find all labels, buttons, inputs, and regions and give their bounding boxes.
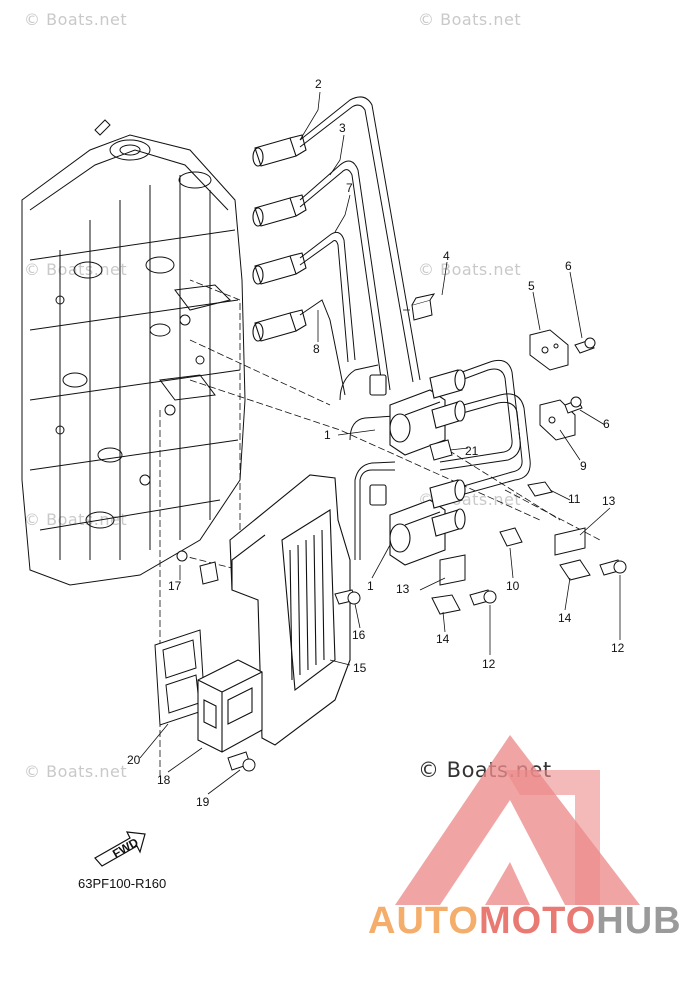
callout-14: 14 [558,611,572,625]
callout-leaders [139,91,621,795]
callout-6: 6 [603,417,610,431]
cdi-unit-18 [197,659,263,753]
watermark: © Boats.net [24,260,128,279]
screw-19 [227,751,256,772]
callout-6: 6 [565,259,572,273]
diagram-code: 63PF100-R160 [78,876,167,891]
brand-part-3: HUB [596,900,682,942]
holder-14 [431,559,591,615]
callout-21: 21 [465,444,479,458]
callout-1: 1 [367,579,374,593]
watermark: © Boats.net [418,260,522,279]
callout-numbers: 2 3 7 8 4 5 6 6 9 21 11 13 10 13 14 14 1… [127,77,625,809]
brand-part-1: AUTO [368,900,479,942]
bracket-13 [439,527,586,586]
bracket-5 [529,329,569,371]
watermark: © Boats.net [24,10,128,29]
callout-2: 2 [315,77,322,91]
callout-12: 12 [611,641,625,655]
callout-3: 3 [339,121,346,135]
fwd-arrow-icon: FWD [94,831,146,867]
clip-11 [527,481,553,497]
callout-13: 13 [396,582,410,596]
callout-10: 10 [506,579,520,593]
coil-leads [339,359,531,560]
callout-19: 19 [196,795,210,809]
callout-1: 1 [324,428,331,442]
brand-part-2: MOTO [478,900,597,942]
engine-block [21,119,246,586]
callout-4: 4 [443,249,450,263]
callout-9: 9 [580,459,587,473]
callout-17: 17 [168,579,182,593]
screw-17 [176,550,219,585]
callout-14: 14 [436,632,450,646]
callout-15: 15 [353,661,367,675]
bracket-9 [539,399,576,441]
callout-12: 12 [482,657,496,671]
callout-18: 18 [157,773,171,787]
clip-10 [499,527,523,547]
watermark: © Boats.net [418,10,522,29]
bolt-12 [469,559,627,606]
cover-15 [229,474,351,746]
clip-4 [411,293,436,321]
callout-16: 16 [352,628,366,642]
callout-20: 20 [127,753,141,767]
screw-6 [564,337,596,414]
leader-lines [159,279,601,780]
watermark: © Boats.net [24,762,128,781]
holder-21 [429,439,453,461]
ignition-coil-upper [369,369,466,456]
callout-13: 13 [602,494,616,508]
screw-16 [334,589,361,605]
callout-8: 8 [313,342,320,356]
brand-logo-mark [395,735,640,905]
ignition-coil-lower [369,479,466,566]
callout-7: 7 [346,181,353,195]
callout-11: 11 [568,492,581,506]
callout-5: 5 [528,279,535,293]
brand-wordmark: AUTOMOTOHUB [368,900,682,943]
spark-plug-leads [252,96,421,396]
watermark: © Boats.net [24,510,128,529]
